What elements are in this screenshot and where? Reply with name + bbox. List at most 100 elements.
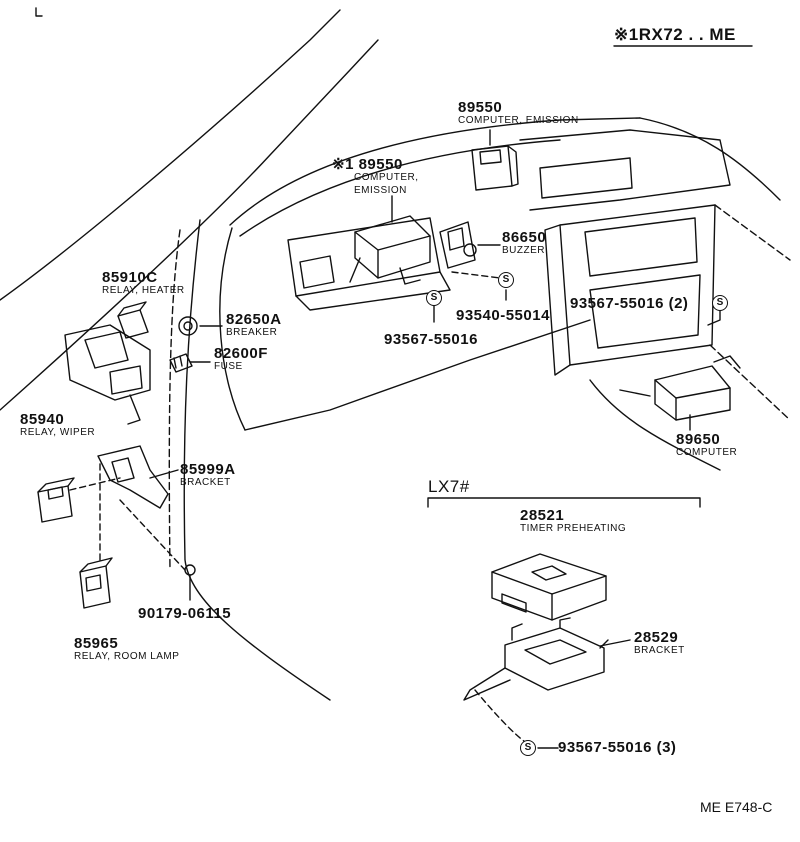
part-name-breaker: BREAKER bbox=[226, 327, 278, 338]
a-pillar-inner bbox=[0, 39, 379, 411]
s-mark-symbol: S bbox=[426, 290, 442, 306]
a-pillar-outer bbox=[0, 9, 341, 301]
relay-wiper-socket bbox=[47, 486, 64, 500]
dash-lower-edge bbox=[244, 319, 591, 431]
bracket-28529-inner bbox=[524, 639, 587, 665]
relay-wiper-top bbox=[37, 477, 75, 493]
part-number-82650a: 82650A bbox=[226, 311, 282, 328]
section-label-lx7: LX7# bbox=[428, 477, 470, 496]
buzzer-screw bbox=[463, 243, 477, 257]
part-number-89550-upper: 89550 bbox=[458, 99, 503, 116]
relay-room-lamp-socket bbox=[85, 574, 102, 592]
part-number-89650: 89650 bbox=[676, 431, 721, 448]
glovebox-inner bbox=[299, 255, 335, 289]
bracket-28529-tabs bbox=[511, 617, 609, 649]
corner-tick bbox=[35, 7, 43, 17]
relay-heater-top bbox=[117, 301, 147, 317]
computer-89650 bbox=[654, 365, 731, 421]
console-top bbox=[519, 129, 731, 211]
bracket-28529-arm bbox=[463, 667, 511, 701]
part-number-85910c: 85910C bbox=[102, 269, 158, 286]
fastener-93567-55016-qty3: 93567-55016 (3) bbox=[558, 739, 677, 756]
part-name-buzzer: BUZZER bbox=[502, 245, 545, 256]
floor-dashed bbox=[709, 344, 791, 421]
part-number-85965: 85965 bbox=[74, 635, 119, 652]
computer-emission-box bbox=[471, 145, 513, 191]
console-right-edge bbox=[639, 117, 781, 201]
timer-preheating-label-area bbox=[531, 565, 567, 581]
part-name-bracket-28529: BRACKET bbox=[634, 645, 685, 656]
part-name-relay-heater: RELAY, HEATER bbox=[102, 285, 185, 296]
breaker-body bbox=[178, 316, 198, 336]
leader-28529 bbox=[599, 639, 631, 647]
computer-emission-side bbox=[507, 145, 519, 187]
fuse-body bbox=[169, 353, 193, 373]
floor-line bbox=[589, 379, 721, 471]
stack-outer bbox=[559, 204, 716, 366]
console-dashed bbox=[714, 204, 791, 261]
stack-lower-panel bbox=[589, 274, 701, 349]
console-vent bbox=[539, 157, 633, 199]
computer-emission-b bbox=[354, 215, 431, 279]
lx7-section-line bbox=[427, 497, 701, 508]
fastener-90179-06115: 90179-06115 bbox=[138, 605, 232, 622]
dash-top-edge bbox=[229, 117, 641, 226]
relay-wiper bbox=[37, 485, 73, 523]
pillar-dashed bbox=[168, 229, 181, 571]
buzzer-body bbox=[447, 227, 465, 251]
stack-upper-panel bbox=[584, 217, 698, 277]
part-number-28529: 28529 bbox=[634, 629, 679, 646]
relay-block-detail bbox=[84, 331, 143, 395]
part-number-28521: 28521 bbox=[520, 507, 565, 524]
dash-lip bbox=[295, 271, 451, 311]
part-name-relay-room-lamp: RELAY, ROOM LAMP bbox=[74, 651, 180, 662]
part-name-computer: COMPUTER, bbox=[354, 172, 419, 183]
buzzer-bracket bbox=[439, 221, 476, 269]
fastener-93567-55016-qty2: 93567-55016 (2) bbox=[570, 295, 689, 312]
part-name-timer-preheating: TIMER PREHEATING bbox=[520, 523, 627, 534]
figure-code: ME E748-C bbox=[700, 799, 773, 815]
variant-code-header: ※1RX72 . . ME bbox=[614, 25, 736, 44]
fastener-93540-55014: 93540-55014 bbox=[456, 307, 550, 324]
relay-room-lamp bbox=[79, 565, 111, 609]
part-name-relay-wiper: RELAY, WIPER bbox=[20, 427, 96, 438]
part-name-computer-emission-upper: COMPUTER, EMISSION bbox=[458, 115, 579, 126]
buzzer-leader-dashed bbox=[451, 271, 501, 279]
relay-block bbox=[64, 324, 151, 401]
relay-heater bbox=[117, 309, 149, 339]
part-name-fuse: FUSE bbox=[214, 361, 243, 372]
breaker-core bbox=[183, 321, 193, 331]
dash-left-curve bbox=[219, 227, 246, 431]
dashed-90179 bbox=[119, 499, 186, 571]
part-number-85940: 85940 bbox=[20, 411, 65, 428]
computer-89650-bracket bbox=[619, 355, 741, 397]
relay-room-lamp-top bbox=[79, 557, 113, 573]
leader-85999a bbox=[149, 469, 179, 479]
nut-90179 bbox=[184, 564, 196, 576]
computer-emission-connector bbox=[479, 149, 502, 165]
part-number-82600f: 82600F bbox=[214, 345, 268, 362]
s-mark-symbol: S bbox=[520, 740, 536, 756]
part-name-emission: EMISSION bbox=[354, 185, 407, 196]
fastener-93567-55016: 93567-55016 bbox=[384, 331, 478, 348]
timer-preheating-connector bbox=[501, 593, 527, 613]
bracket-85999a bbox=[97, 445, 169, 509]
computer-89650-top bbox=[654, 379, 731, 399]
s-mark-symbol: S bbox=[498, 272, 514, 288]
computer-emission-b-top bbox=[354, 231, 431, 251]
dashed-28529 bbox=[474, 689, 531, 746]
timer-preheating-top bbox=[491, 571, 607, 595]
part-number-86650: 86650 bbox=[502, 229, 547, 246]
part-name-bracket-85999a: BRACKET bbox=[180, 477, 231, 488]
relay-block-tab bbox=[127, 394, 141, 425]
dashed-85940 bbox=[69, 477, 121, 491]
s-mark-symbol: S bbox=[712, 295, 728, 311]
computer-emission-b-bracket bbox=[349, 257, 421, 285]
bracket-85999a-slot bbox=[111, 457, 135, 483]
pillar-edge bbox=[183, 219, 331, 701]
part-number-89550-variant: ※1 89550 bbox=[332, 156, 403, 173]
part-name-computer: COMPUTER bbox=[676, 447, 738, 458]
timer-preheating-box bbox=[491, 553, 607, 621]
